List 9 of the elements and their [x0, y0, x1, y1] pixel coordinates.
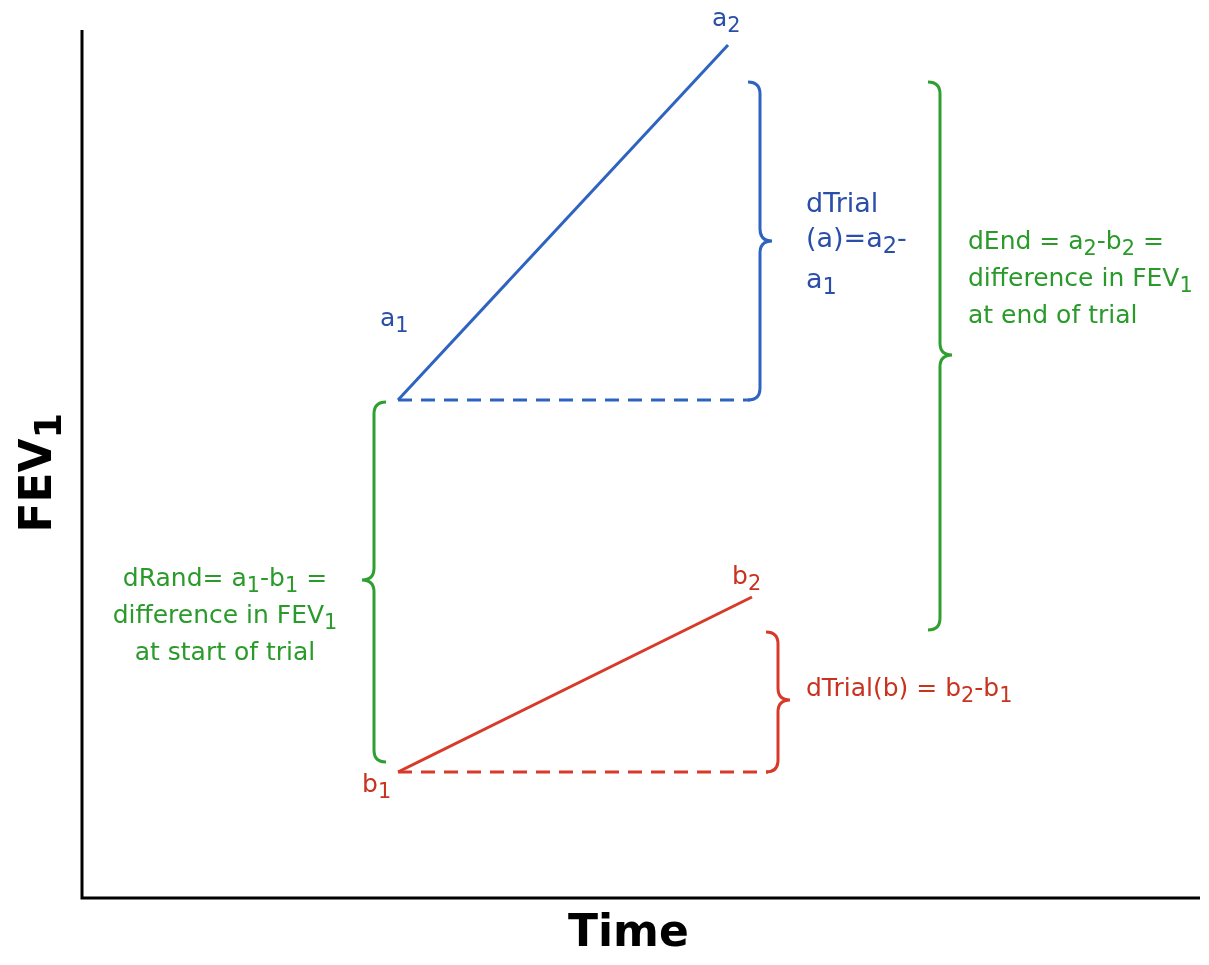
point-label: b$_{2}$: [732, 560, 762, 597]
formula-label: dTrial(b) = b$_{2}$-b$_{1}$: [806, 672, 1013, 709]
axis-title: Time: [568, 904, 689, 958]
formula-label: dTrial (a)=a$_{2}$-a$_{1}$: [806, 186, 908, 302]
formula-label: dEnd = a$_{2}$-b$_{2}$ = difference in FEV$_{1}$ at end of trial: [968, 225, 1194, 332]
point-label: a$_{1}$: [380, 302, 409, 339]
point-label: a$_{2}$: [712, 2, 741, 39]
formula-label: dRand= a$_{1}$-b$_{1}$ = difference in FEV$_{1}$ at start of trial: [111, 562, 339, 669]
point-label: b$_{1}$: [362, 768, 392, 805]
